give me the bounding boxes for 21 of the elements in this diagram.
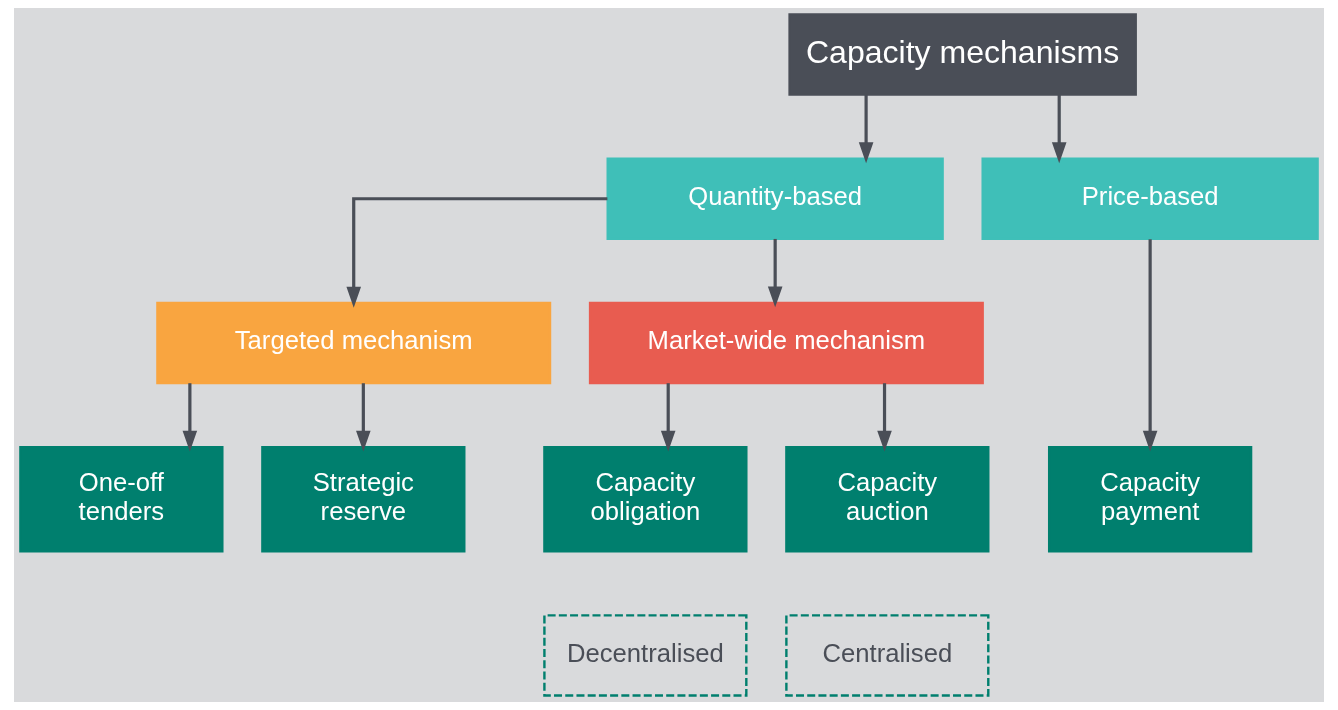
- arrow: [182, 383, 198, 452]
- node-box: Capacity payment: [1048, 445, 1253, 553]
- arrow: [877, 383, 892, 452]
- node-box: Strategic reserve: [261, 445, 466, 553]
- node-box: Quantity-based: [606, 157, 944, 240]
- node-box: Price-based: [981, 157, 1319, 240]
- arrow: [1142, 239, 1158, 452]
- arrow: [767, 238, 783, 308]
- arrow: [1051, 94, 1067, 164]
- node-box: Targeted mechanism: [156, 301, 552, 385]
- node-box: Centralised: [785, 614, 990, 697]
- node-box: Capacity mechanisms: [788, 13, 1137, 96]
- node-box: Decentralised: [543, 614, 748, 697]
- node-box: One-off tenders: [19, 445, 224, 553]
- arrow: [660, 383, 676, 452]
- node-box: Capacity obligation: [543, 445, 748, 553]
- arrow: [346, 197, 608, 308]
- node-box: Market-wide mechanism: [588, 301, 984, 385]
- arrow: [858, 94, 874, 164]
- node-box: Capacity auction: [785, 445, 990, 553]
- arrow: [356, 383, 371, 452]
